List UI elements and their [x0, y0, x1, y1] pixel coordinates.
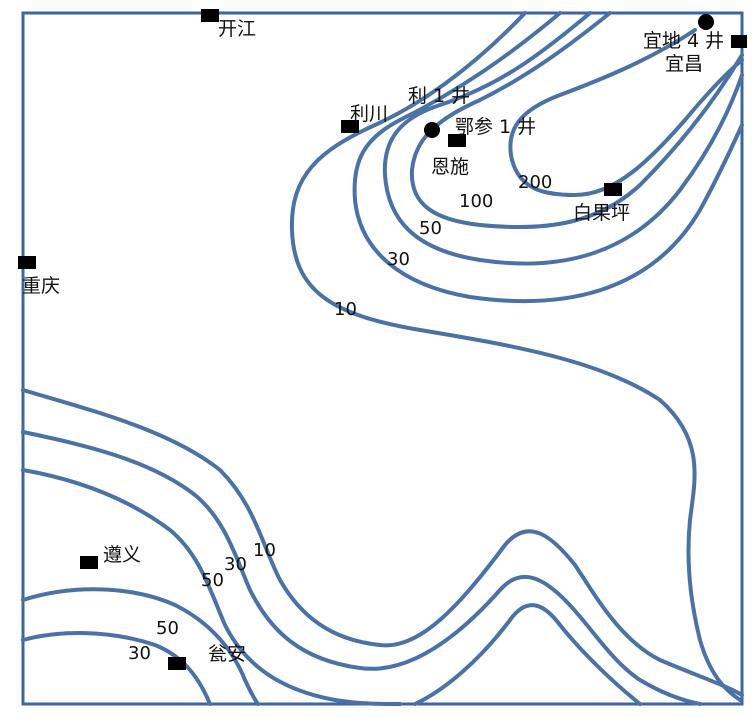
city-marker-baiguoping	[604, 183, 622, 196]
well-marker-yidi4	[698, 14, 714, 30]
contour-line-10-northeast	[289, 11, 742, 702]
contour-label-200-northeast: 200	[518, 172, 552, 193]
label-wengan: 瓮安	[208, 643, 246, 665]
city-marker-enshi	[448, 134, 466, 147]
contour-label-30-northeast: 30	[387, 249, 410, 270]
city-marker-yichang	[731, 35, 747, 48]
contour-line-50-southwest	[21, 468, 402, 706]
label-well-li1: 利 1 井	[408, 85, 470, 107]
contour-line-south-right	[413, 603, 642, 706]
contour-line-200-northeast	[508, 28, 744, 197]
label-enshi: 恩施	[431, 156, 469, 178]
contour-line-50-northeast	[382, 11, 744, 266]
city-marker-wengan	[168, 657, 186, 670]
city-marker-lichuan	[341, 120, 359, 133]
contour-line-30-southwest	[21, 430, 702, 706]
contour-label-10-southwest: 10	[253, 540, 276, 561]
contour-label-30-southwest-lower: 30	[128, 643, 151, 664]
label-yichang: 宜昌	[665, 53, 703, 75]
contour-line-50-southwest-lower	[21, 587, 260, 706]
label-kaijiang: 开江	[218, 18, 256, 40]
label-baiguoping: 白果坪	[573, 202, 630, 224]
label-well-yidi4: 宜地 4 井	[643, 30, 724, 52]
contour-line-30-southwest-lower	[21, 631, 212, 706]
contour-label-50-southwest: 50	[201, 570, 224, 591]
contour-label-10-northeast: 10	[334, 299, 357, 320]
label-chongqing: 重庆	[22, 275, 60, 297]
contour-label-50-northeast: 50	[419, 218, 442, 239]
contour-line-10-southwest	[21, 388, 744, 697]
contour-line-30-northeast	[352, 11, 744, 304]
label-zunyi: 遵义	[103, 544, 141, 566]
contour-line-100-northeast	[409, 11, 744, 230]
city-marker-chongqing	[18, 256, 36, 269]
label-well-ecan1: 鄂参 1 井	[455, 116, 536, 138]
well-marker-ecan1	[424, 122, 440, 138]
contour-label-100-northeast: 100	[459, 191, 493, 212]
city-marker-kaijiang	[201, 9, 219, 22]
city-marker-zunyi	[80, 556, 98, 569]
contour-label-30-southwest: 30	[224, 554, 247, 575]
contour-label-50-southwest-lower: 50	[156, 618, 179, 639]
label-lichuan: 利川	[350, 103, 388, 125]
